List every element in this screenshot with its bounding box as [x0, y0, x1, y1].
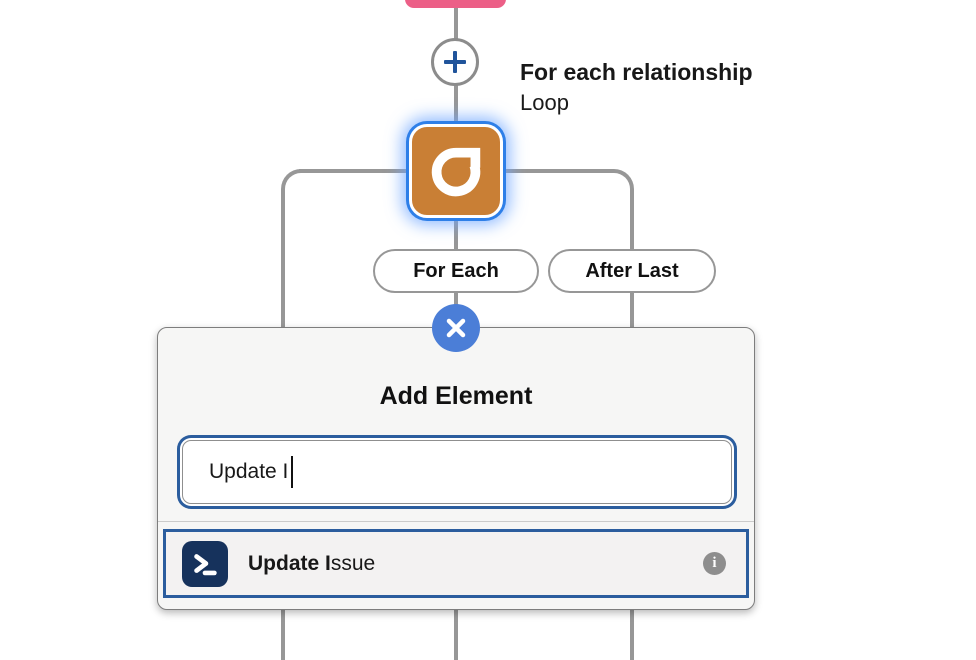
- text-cursor: [291, 456, 294, 488]
- node-title: For each relationship: [520, 59, 753, 85]
- loop-arrow-icon: [431, 147, 481, 197]
- element-search-input[interactable]: Update I: [182, 440, 732, 504]
- connector-right-horizontal: [494, 169, 614, 173]
- connector-left-horizontal: [299, 169, 419, 173]
- loop-node[interactable]: [409, 124, 503, 218]
- branch-label-for-each: For Each: [373, 249, 539, 293]
- branch-label-after-last: After Last: [548, 249, 716, 293]
- connector-right-bottom: [630, 610, 634, 660]
- popup-title: Add Element: [379, 382, 533, 410]
- connector-center-bottom: [454, 610, 458, 660]
- result-label: Update Issue: [248, 551, 376, 575]
- node-type: Loop: [520, 90, 569, 116]
- close-popup-button[interactable]: [432, 304, 480, 352]
- node-label: For each relationship Loop: [520, 57, 753, 118]
- search-input-value: Update I: [209, 460, 289, 483]
- previous-node-partial[interactable]: [405, 0, 506, 8]
- popup-divider: [158, 521, 754, 522]
- connector-right-corner: [612, 169, 634, 191]
- add-element-popup: Add Element Update I Update Issue i: [157, 327, 755, 610]
- connector-left-corner: [281, 169, 303, 191]
- connector-left-bottom: [281, 610, 285, 660]
- search-result-update-issue[interactable]: Update Issue i: [163, 529, 749, 598]
- info-icon[interactable]: i: [703, 552, 726, 575]
- connector-left-vertical: [281, 189, 285, 340]
- close-icon: [446, 318, 466, 338]
- terminal-prompt-icon: [182, 540, 228, 587]
- add-node-button[interactable]: [431, 38, 479, 86]
